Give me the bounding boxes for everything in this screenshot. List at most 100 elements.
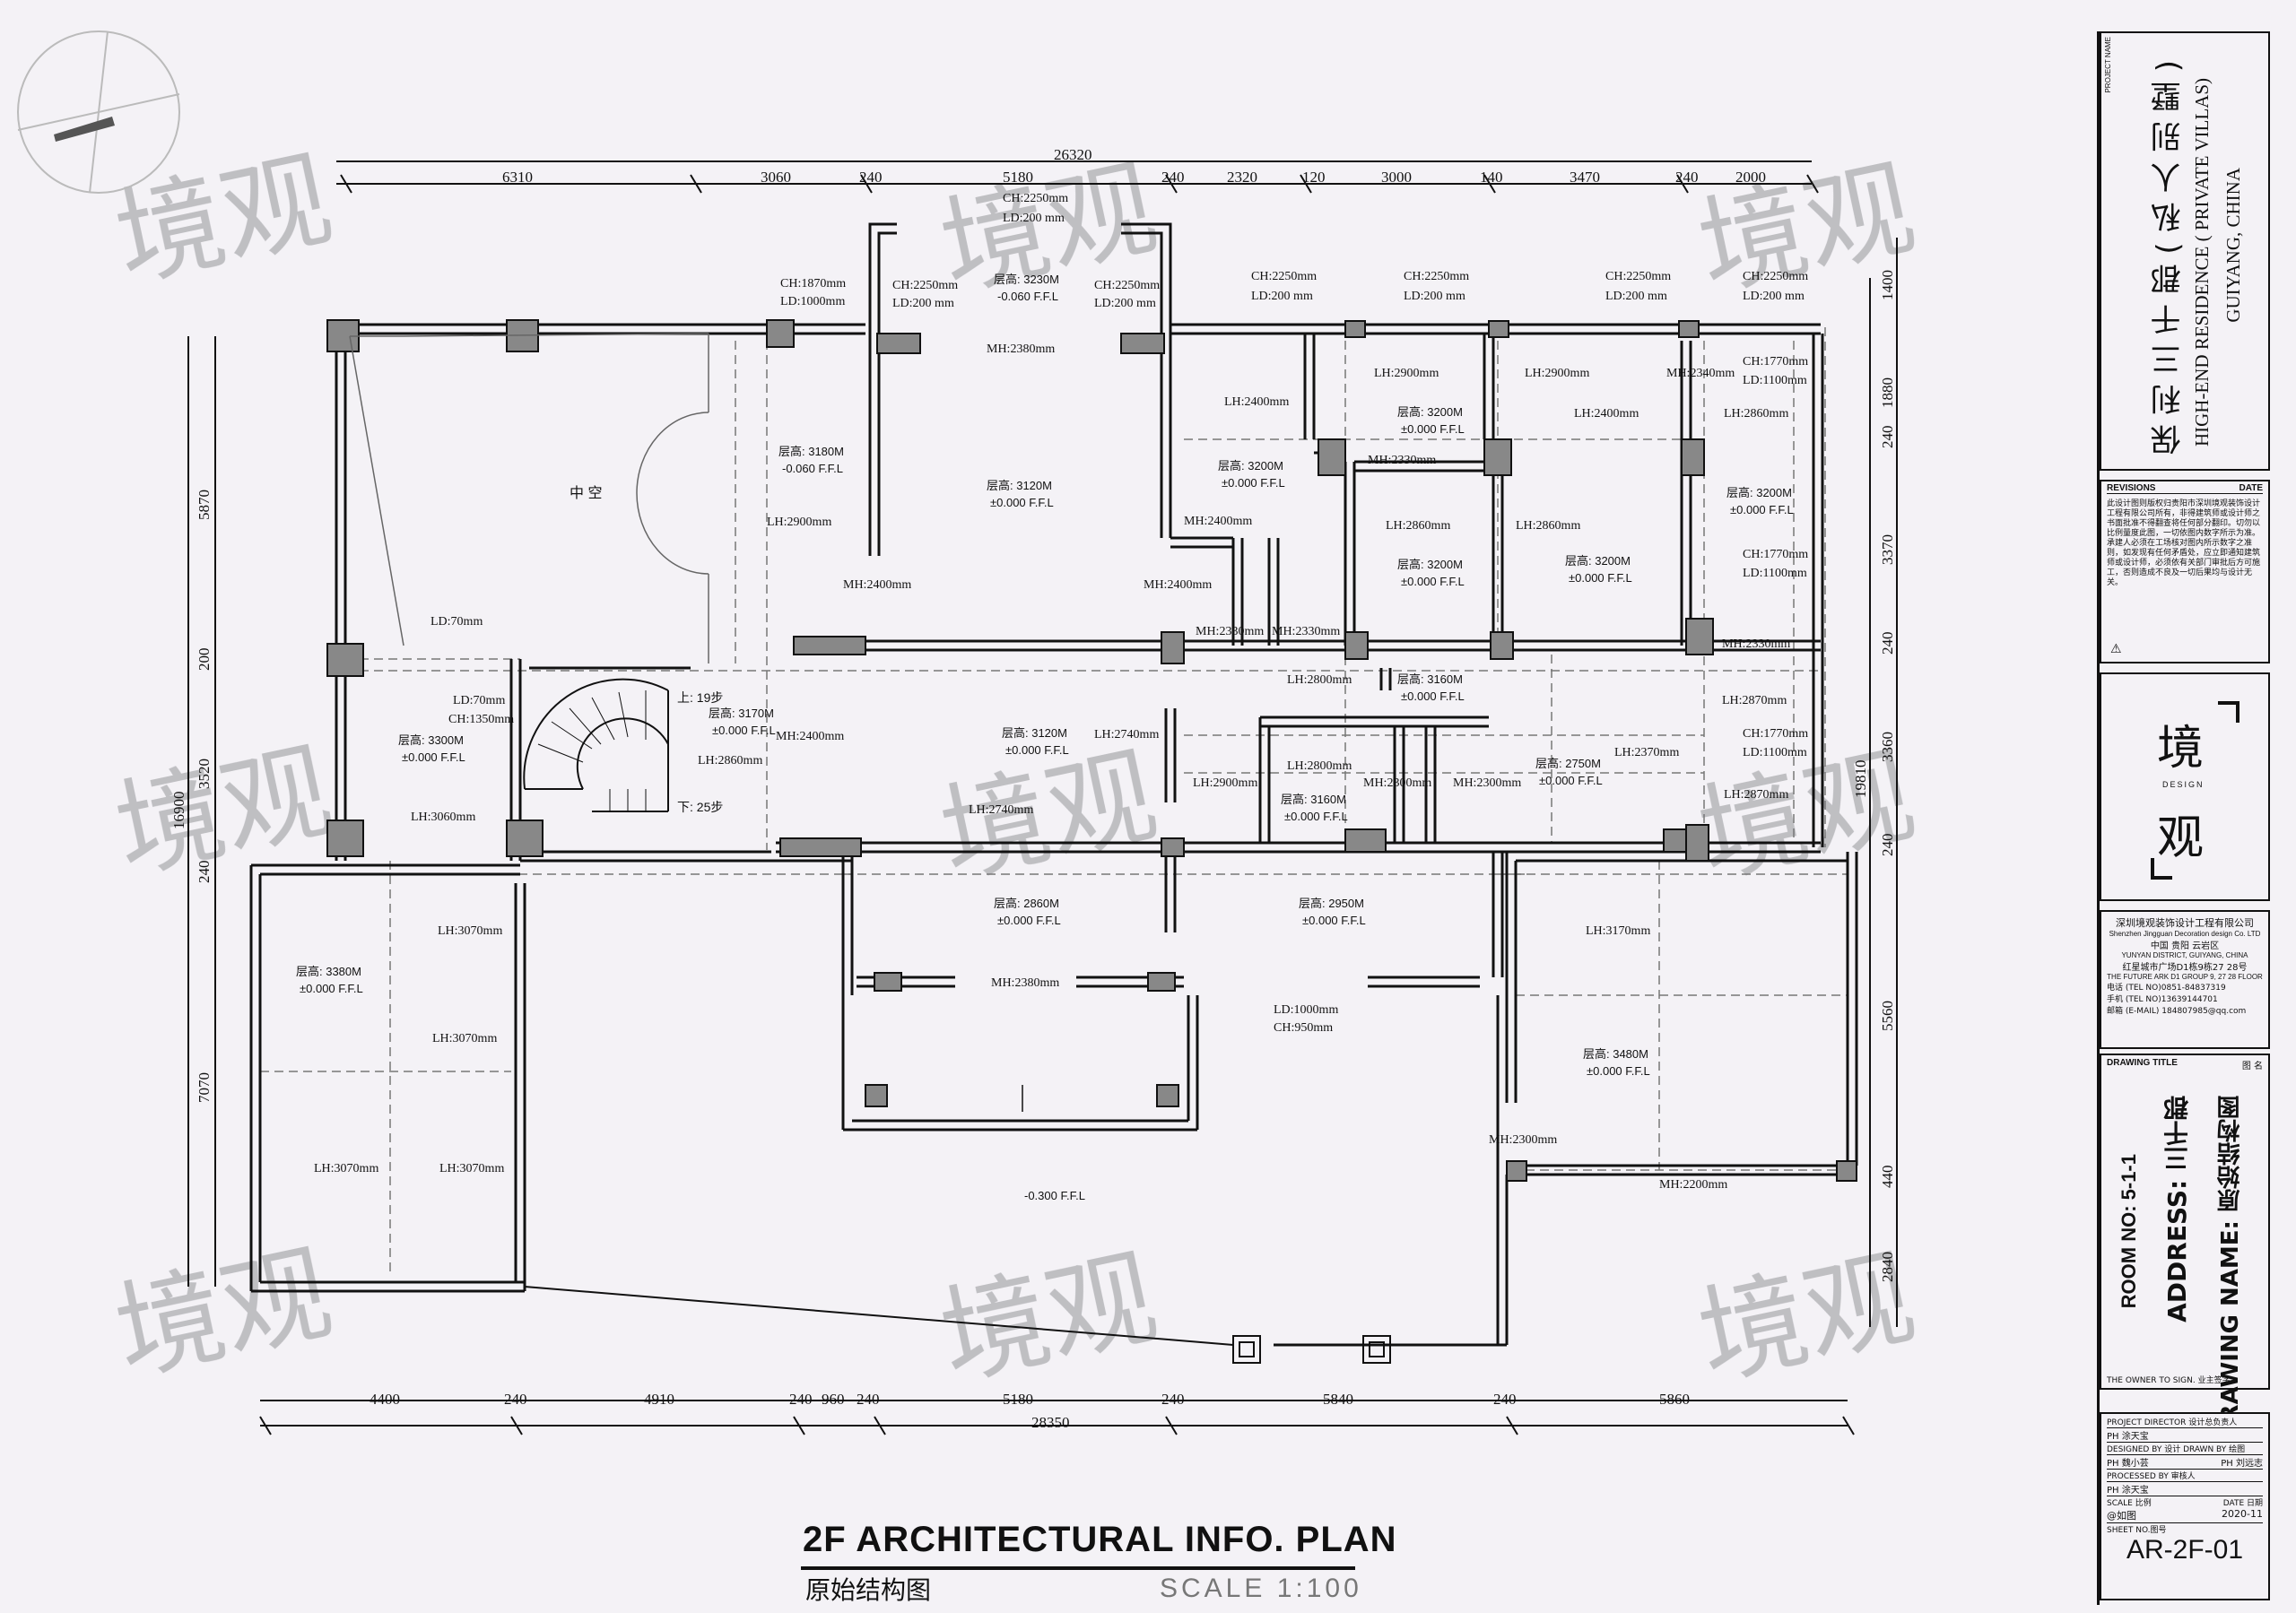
- left-dimensions: 5870 200 3520 240 7070 16900: [170, 490, 213, 1103]
- logo-design: DESIGN: [2162, 780, 2205, 789]
- dim: 240: [504, 1391, 527, 1408]
- project-name-label: PROJECT NAME: [2104, 37, 2112, 93]
- ffl-label: -0.060 F.F.L: [782, 462, 843, 475]
- ffl-label: ±0.000 F.F.L: [402, 750, 465, 764]
- watermarks: 境观 境观 境观 境观 境观 境观 境观 境观 境观: [105, 137, 1925, 1402]
- dim: 5870: [196, 490, 213, 520]
- revisions-box: REVISIONS DATE 此设计图则版权归贵阳市深圳境观装饰设计工程有限公司…: [2100, 480, 2270, 663]
- label: LD:1000mm: [1274, 1003, 1338, 1017]
- dim: 240: [1161, 1391, 1185, 1408]
- ffl-label: ±0.000 F.F.L: [1284, 810, 1348, 823]
- logo-box: 境 DESIGN 观: [2100, 672, 2270, 901]
- date-label: DATE: [2239, 483, 2263, 493]
- label: CH:1350mm: [448, 713, 514, 726]
- label: LH:3070mm: [432, 1032, 497, 1045]
- ffl-label: ±0.000 F.F.L: [1401, 689, 1465, 703]
- annotations: 中 空 CH:2250mm LD:200 mm CH:1870mm LD:100…: [296, 192, 1808, 1202]
- dim: 200: [196, 648, 213, 672]
- address2-cn: 红星城市广场D1栋9栋27 28号: [2122, 963, 2248, 973]
- label: LD:70mm: [453, 694, 505, 707]
- label: CH:2250mm: [1251, 270, 1317, 283]
- dim: 7070: [196, 1072, 213, 1103]
- warning-icon: ⚠: [2110, 641, 2122, 655]
- label: MH:2300mm: [1453, 776, 1521, 790]
- label: LD:200 mm: [1003, 212, 1065, 225]
- height-label: 层高: 3170M: [709, 707, 774, 720]
- label: LD:200 mm: [1605, 290, 1667, 303]
- address: ADDRESS: 三千郡: [2162, 1096, 2192, 1322]
- drawing-title-box: DRAWING TITLE 图 名 ROOM NO: 5-1-1 ADDRESS…: [2100, 1054, 2270, 1442]
- ffl-label: ±0.000 F.F.L: [990, 496, 1054, 509]
- ffl-label: ±0.000 F.F.L: [712, 724, 776, 737]
- mobile: 手机 (TEL NO)13639144701: [2107, 995, 2218, 1004]
- dim: 240: [196, 861, 213, 884]
- ffl-label: ±0.000 F.F.L: [1587, 1064, 1650, 1078]
- stair: [523, 678, 669, 812]
- ffl-label: ±0.000 F.F.L: [1222, 476, 1285, 490]
- height-label: 层高: 2860M: [994, 897, 1059, 910]
- dim: 240: [1879, 426, 1896, 449]
- dim: 240: [1879, 632, 1896, 655]
- project-location: GUIYANG, CHINA: [2222, 168, 2244, 323]
- label: LH:2900mm: [1374, 367, 1439, 380]
- drawing-name: DRAWING NAME: 原始结构图: [2217, 1096, 2244, 1443]
- dim: 120: [1302, 169, 1326, 186]
- label: LD:1000mm: [780, 295, 845, 308]
- dim: 3060: [761, 169, 791, 186]
- label: LH:2870mm: [1722, 694, 1787, 707]
- label: LH:2740mm: [1094, 728, 1159, 741]
- dim: 6310: [502, 169, 533, 186]
- logo-char-2: 观: [2157, 811, 2205, 865]
- dim-total-bottom: 28350: [1031, 1414, 1070, 1431]
- dim: 960: [822, 1391, 845, 1408]
- label: LH:2860mm: [1724, 407, 1788, 421]
- label: LD:200 mm: [1094, 297, 1156, 310]
- height-label: 层高: 3120M: [1002, 726, 1067, 740]
- height-label: 层高: 3200M: [1397, 558, 1463, 571]
- label: MH:2200mm: [1659, 1178, 1727, 1192]
- ph2a: PH 魏小芸: [2107, 1459, 2149, 1469]
- label: CH:2250mm: [1743, 270, 1808, 283]
- owner-sign: THE OWNER TO SIGN. 业主签字:: [2107, 1376, 2233, 1385]
- ffl-label: ±0.000 F.F.L: [1005, 743, 1069, 757]
- ffl-label: ±0.000 F.F.L: [300, 982, 363, 995]
- height-label: 层高: 3200M: [1397, 405, 1463, 419]
- ffl-label: -0.060 F.F.L: [997, 290, 1058, 303]
- top-dimensions: 26320 6310 3060 240 5180 240 2320 120 30…: [502, 146, 1766, 186]
- project-name-box: PROJECT NAME 保 利 三 千 郡 ( 私 人 别 墅 ) HIGH-…: [2100, 31, 2270, 471]
- drawing-title-label: DRAWING TITLE: [2107, 1058, 2178, 1068]
- drain-icon: [1232, 1335, 1391, 1364]
- bottom-dimensions: 4400 240 4910 240 960 240 5180 240 5840 …: [370, 1391, 1690, 1431]
- dim: 5840: [1323, 1391, 1353, 1408]
- dim: 1400: [1879, 270, 1896, 300]
- dim: 3520: [196, 759, 213, 789]
- logo-char-1: 境: [2157, 722, 2205, 776]
- label: LH:2400mm: [1574, 407, 1639, 421]
- dim: 5180: [1003, 169, 1033, 186]
- label: MH:2380mm: [991, 976, 1059, 990]
- drawing-title-cn: 图 名: [2241, 1062, 2263, 1071]
- room-no: ROOM NO: 5-1-1: [2118, 1154, 2140, 1309]
- label: 下: 25步: [677, 800, 723, 814]
- ph2b: PH 刘远志: [2221, 1459, 2263, 1469]
- label: LD:1100mm: [1743, 374, 1807, 387]
- beam-lines: [260, 327, 1848, 1273]
- sheet-no: AR-2F-01: [2126, 1535, 2244, 1565]
- label: CH:950mm: [1274, 1021, 1333, 1035]
- dim: 240: [789, 1391, 813, 1408]
- dimension-ticks: [259, 174, 1855, 1435]
- height-label: 层高: 3200M: [1218, 459, 1283, 473]
- watermark: 境观: [930, 1236, 1167, 1402]
- ffl-label: ±0.000 F.F.L: [1569, 571, 1632, 585]
- height-label: 层高: 3160M: [1281, 793, 1346, 806]
- label: LH:2740mm: [969, 803, 1033, 817]
- title-underline: [801, 1566, 1355, 1570]
- watermark: 境观: [105, 1231, 342, 1398]
- tel: 电话 (TEL NO)0851-84837319: [2107, 984, 2226, 993]
- label: LD:1100mm: [1743, 746, 1807, 759]
- stair-treads: [537, 690, 647, 811]
- ffl-label: -0.300 F.F.L: [1024, 1189, 1085, 1202]
- dim: 3470: [1570, 169, 1600, 186]
- label: 上: 19步: [677, 690, 723, 705]
